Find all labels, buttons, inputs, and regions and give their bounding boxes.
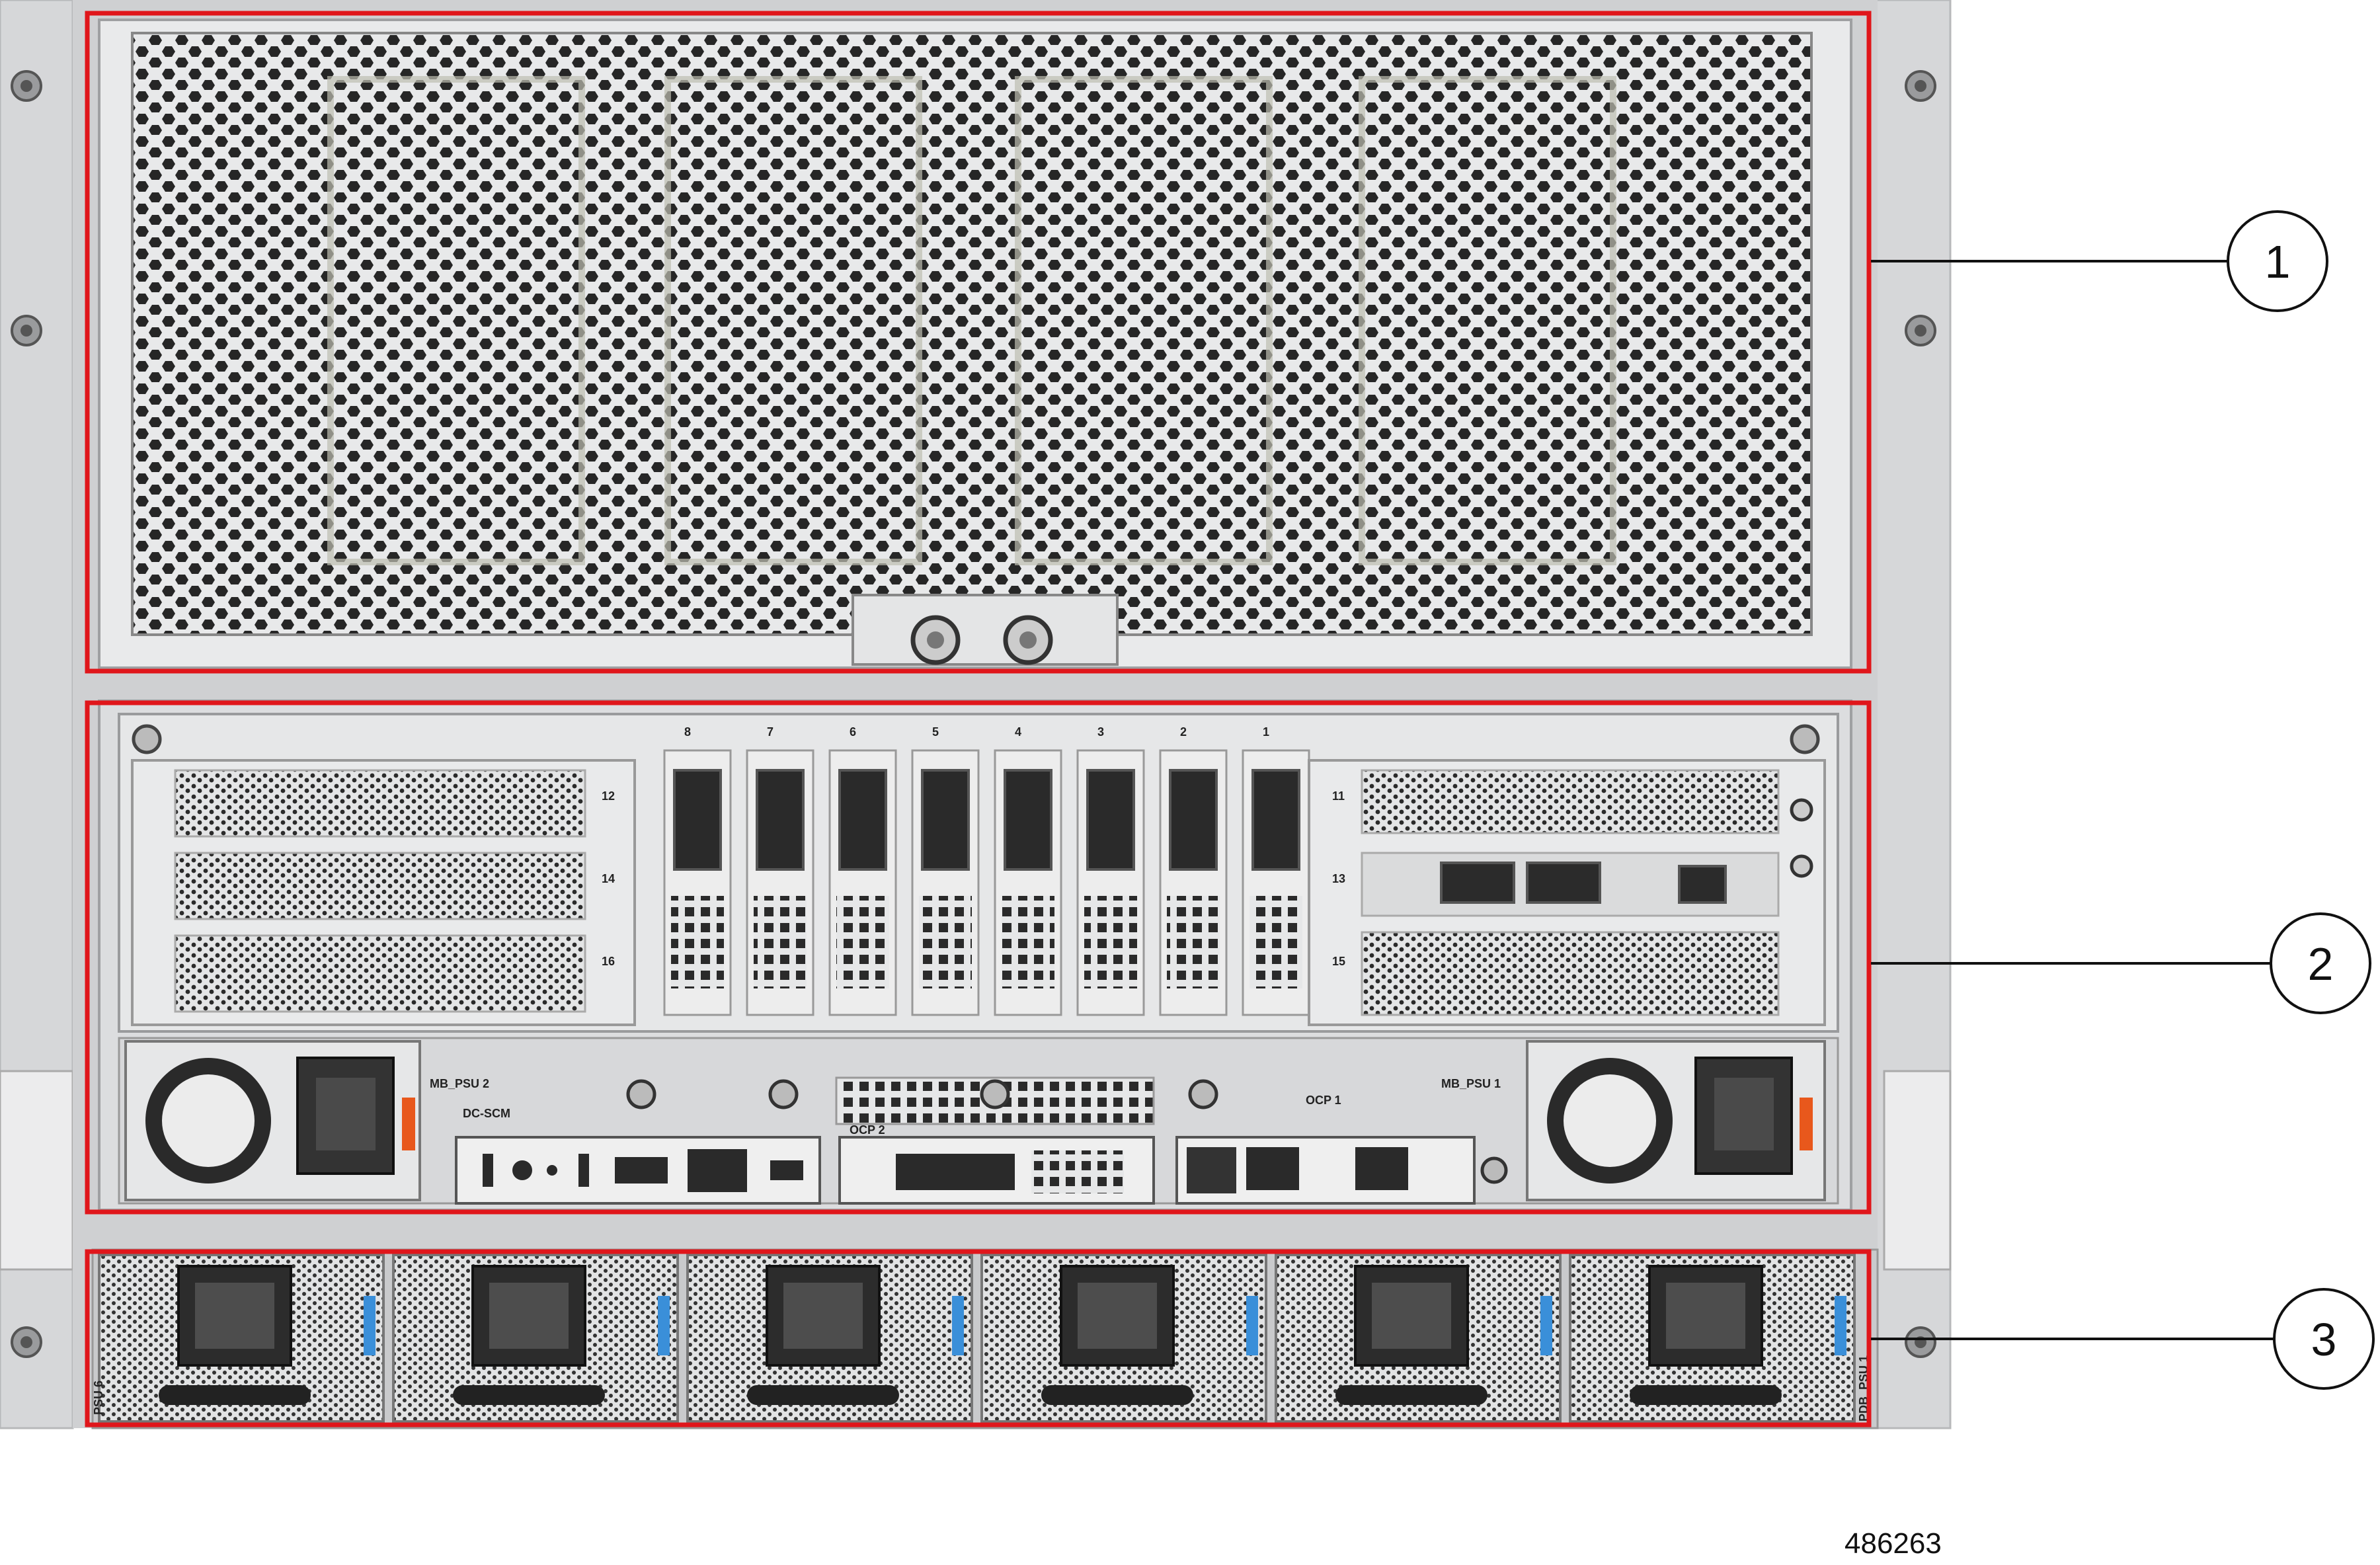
tray-handle [852, 594, 1119, 666]
psu-handle [1335, 1385, 1488, 1405]
pcie-slot: 1 [1242, 725, 1310, 1016]
rj45-port [688, 1149, 747, 1192]
figure-id: 486263 [1844, 1527, 1942, 1560]
pcie-slot: 2 [1159, 725, 1228, 1016]
slot-label: 6 [850, 725, 856, 739]
release-latch [1800, 1098, 1813, 1150]
pcie-slot: 8 [663, 725, 732, 1016]
ocp2-module: OCP 2 [835, 1076, 1155, 1205]
callout-number: 1 [2265, 236, 2291, 288]
power-inlet-icon [1694, 1057, 1793, 1175]
release-latch [658, 1296, 670, 1355]
pcie-slot: 3 [1076, 725, 1145, 1016]
slot-label: 2 [1180, 725, 1187, 739]
riser-label: 15 [1332, 955, 1345, 968]
pdb-psu [98, 1254, 385, 1423]
psu-handle [453, 1385, 605, 1405]
mb-psu1-label: MB_PSU 1 [1441, 1077, 1501, 1090]
riser-label: 13 [1332, 872, 1345, 885]
pcie-slot-group: 8 7 6 5 4 3 2 1 [663, 725, 1310, 1016]
callout-1: 1 [1871, 210, 2328, 312]
qsfp-port [1526, 862, 1601, 904]
ocp1-label: OCP 1 [1306, 1094, 1341, 1107]
riser-label: 14 [602, 872, 615, 885]
callout-number: 3 [2311, 1314, 2337, 1365]
pcie-slot: 6 [828, 725, 897, 1016]
callout-number: 2 [2308, 938, 2334, 990]
psu-handle [747, 1385, 899, 1405]
mb-psu2-label: MB_PSU 2 [430, 1077, 489, 1090]
pcie-slot: 5 [911, 725, 980, 1016]
rj45-port [1355, 1147, 1408, 1190]
slot-label: 5 [932, 725, 939, 739]
psu6-label: PSU 6 [92, 1381, 105, 1415]
pdb-psu [686, 1254, 973, 1423]
pdb-psu [980, 1254, 1267, 1423]
pcie-slot: 4 [994, 725, 1062, 1016]
rj45-port [1246, 1147, 1299, 1190]
riser-label: 12 [602, 789, 615, 803]
release-latch [1246, 1296, 1258, 1355]
callout-2: 2 [1871, 912, 2371, 1014]
slot-label: 4 [1015, 725, 1021, 739]
mb-psu-1 [1526, 1040, 1826, 1201]
motherboard-module: 12 14 16 8 7 6 5 4 3 2 1 11 13 15 MB_PSU 2 [98, 700, 1852, 1211]
dc-scm-label: DC-SCM [463, 1107, 510, 1120]
release-latch [952, 1296, 964, 1355]
riser-label: 16 [602, 955, 615, 968]
pdb-psu [1275, 1254, 1562, 1423]
highlight-box-1 [85, 11, 1872, 674]
ocp2-label: OCP 2 [850, 1123, 885, 1137]
slot-label: 1 [1263, 725, 1269, 739]
pdb-psu-group [91, 1248, 1879, 1429]
riser-label: 11 [1332, 789, 1345, 803]
pdb-psu [1569, 1254, 1856, 1423]
gpu-tray-module [98, 19, 1852, 669]
release-latch [402, 1098, 415, 1150]
release-latch [1835, 1296, 1846, 1355]
psu-handle [1041, 1385, 1193, 1405]
ocp1-module: OCP 1 [1175, 1079, 1508, 1205]
pcie-slot: 7 [746, 725, 814, 1016]
rj45-port [1678, 865, 1727, 904]
pdb-psu [392, 1254, 679, 1423]
rack-screws [11, 70, 1936, 1358]
usb-c-port [483, 1154, 493, 1187]
slot-label: 7 [767, 725, 774, 739]
psu-handle [1630, 1385, 1782, 1405]
release-latch [1540, 1296, 1552, 1355]
highlight-box-3 [85, 1249, 1872, 1427]
usb-a-port [615, 1157, 668, 1184]
highlight-box-2 [85, 700, 1872, 1215]
qsfp-port [1440, 862, 1515, 904]
mb-psu-2 [124, 1040, 421, 1201]
slot-label: 8 [684, 725, 691, 739]
slot-label: 3 [1097, 725, 1104, 739]
usb-c-port [578, 1154, 589, 1187]
release-latch [364, 1296, 376, 1355]
psu-handle [159, 1385, 311, 1405]
dc-scm-module: DC-SCM [455, 1079, 821, 1205]
callout-3: 3 [1871, 1288, 2375, 1390]
